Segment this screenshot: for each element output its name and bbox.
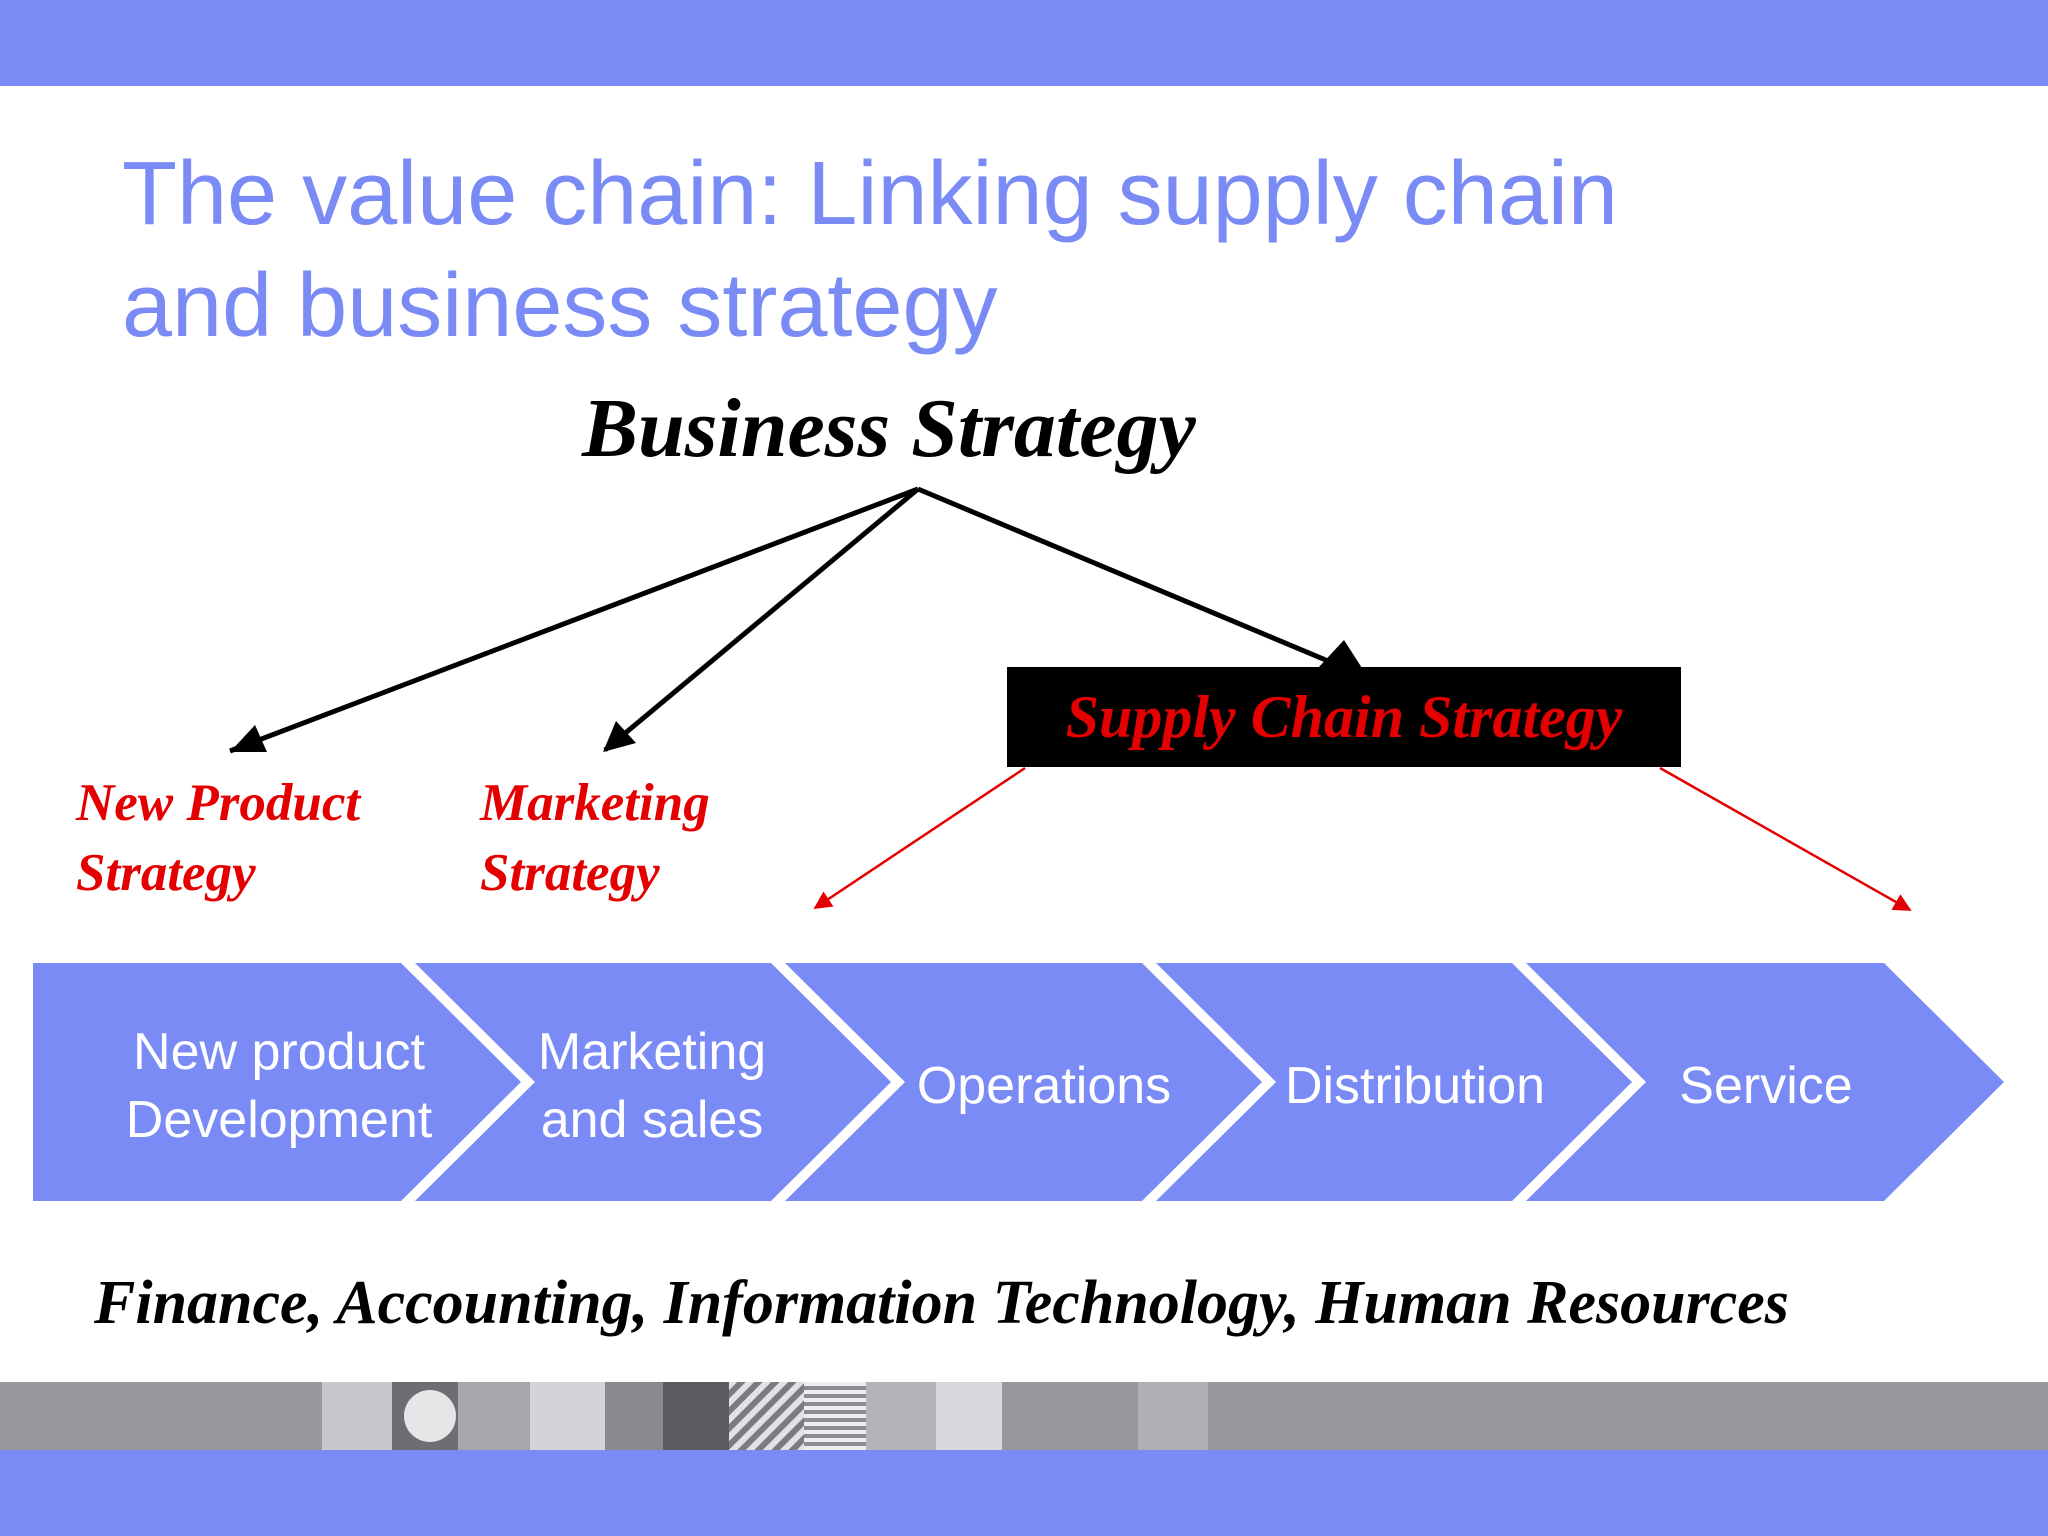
chevron-label-and-sales: and sales [541,1091,764,1149]
red-arrow-to-operations [813,766,1026,910]
bottom-banner [0,1450,2048,1536]
arrowhead-supply-chain [1318,640,1362,668]
photo-tile [605,1382,663,1450]
chevron-distribution [1156,963,1632,1201]
photo-tile [530,1382,605,1450]
chevron-label-marketing: Marketing [538,1023,766,1081]
top-banner [0,0,2048,86]
chevron-service [1526,963,2004,1201]
supply-chain-strategy-box: Supply Chain Strategy [1007,667,1681,767]
marketing-strategy-line-2: Strategy [480,844,660,902]
arrowhead-marketing [603,721,636,752]
new-product-strategy-label: New Product Strategy [76,768,360,908]
chevron-label-new-product: New product [133,1023,425,1081]
new-product-strategy-line-2: Strategy [76,844,256,902]
photo-tile [458,1382,530,1450]
red-arrow-to-service [1659,766,1912,912]
footer-photo-strip [0,1382,2048,1450]
arrow-to-marketing-strategy [603,487,920,752]
photo-tile [322,1382,392,1450]
marketing-strategy-label: Marketing Strategy [480,768,710,908]
arrow-to-supply-chain-strategy [917,486,1341,669]
chevron-marketing-and-sales [415,963,891,1201]
title-line-2: and business strategy [122,256,998,356]
slide-title: The value chain: Linking supply chain an… [122,138,1942,362]
arrow-to-new-product-strategy [229,486,919,754]
photo-tile [729,1382,804,1450]
business-strategy-label: Business Strategy [582,382,1196,475]
photo-tile [1138,1382,1208,1450]
chevron-label-operations: Operations [917,1057,1171,1115]
supply-chain-strategy-label: Supply Chain Strategy [1065,684,1623,750]
photo-tile [404,1390,456,1442]
chevron-label-service: Service [1679,1057,1852,1115]
photo-tile [663,1382,729,1450]
chevron-operations [785,963,1262,1201]
chevron-label-development: Development [126,1091,433,1149]
photo-tile [866,1382,936,1450]
chevron-label-distribution: Distribution [1285,1057,1545,1115]
chevron-new-product-development [33,963,521,1201]
new-product-strategy-line-1: New Product [76,774,361,832]
title-line-1: The value chain: Linking supply chain [122,144,1618,244]
photo-tile [936,1382,1002,1450]
arrowhead-new-product [230,725,267,752]
support-functions-label: Finance, Accounting, Information Technol… [94,1269,1789,1337]
marketing-strategy-line-1: Marketing [480,774,710,832]
photo-tile [804,1382,866,1450]
